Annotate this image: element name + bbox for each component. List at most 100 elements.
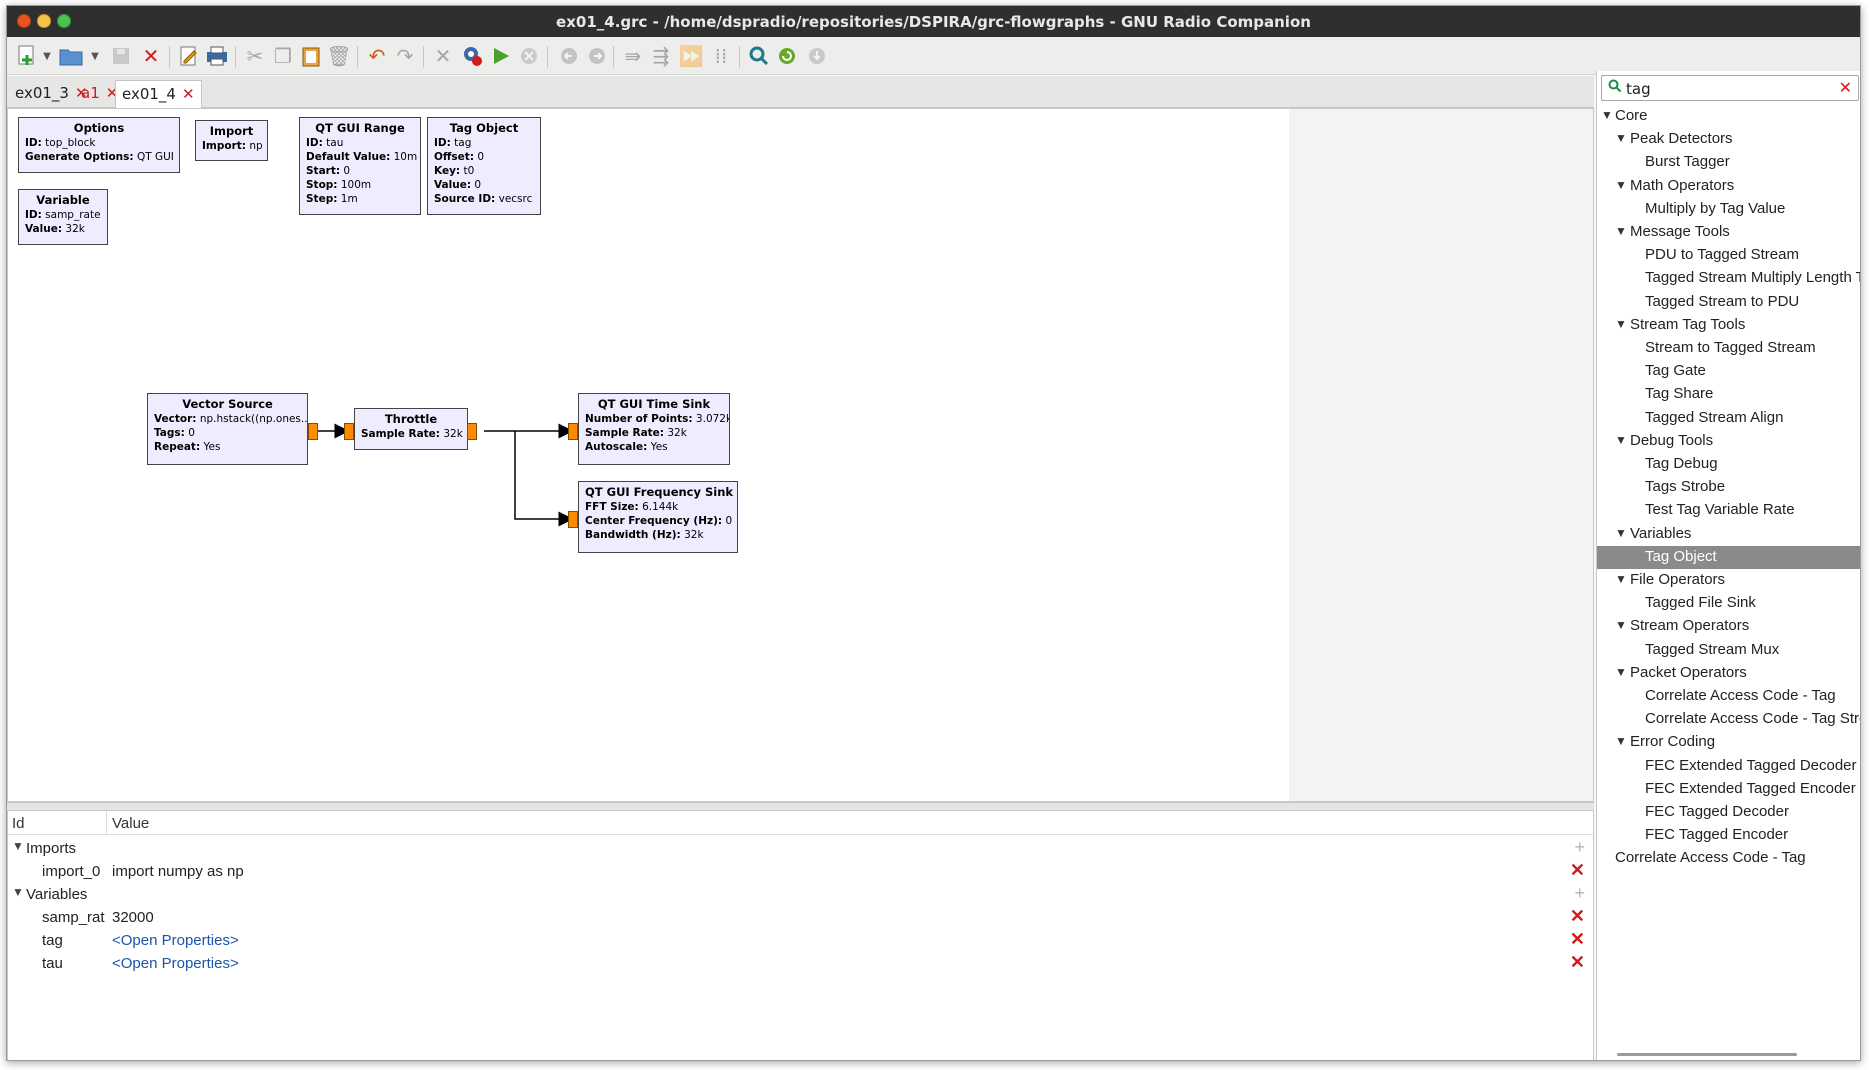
import-block[interactable]: Import Import: np [195,120,268,161]
qt-gui-frequency-sink-block[interactable]: QT GUI Frequency Sink FFT Size: 6.144k C… [578,481,738,553]
throttle-block[interactable]: Throttle Sample Rate: 32k [354,408,468,450]
library-block-item[interactable]: Tagged Stream Mux [1597,639,1860,662]
library-block-item[interactable]: Multiply by Tag Value [1597,198,1860,221]
copy-icon[interactable]: ❐ [274,44,292,68]
delete-icon[interactable]: ✕ [1569,906,1585,926]
library-block-item[interactable]: FEC Tagged Encoder [1597,824,1860,847]
clear-search-icon[interactable]: ✕ [1838,78,1852,97]
library-block-item[interactable]: Correlate Access Code - Tag [1597,685,1860,708]
grid-icon[interactable]: ⁞⁞ [714,44,728,68]
rotate-right-icon[interactable] [583,42,611,70]
column-header-id[interactable]: Id [12,815,25,832]
table-row[interactable]: tag <Open Properties> ✕ [8,929,1593,952]
library-block-item[interactable]: Tagged Stream Align [1597,407,1860,430]
horizontal-scrollbar[interactable] [1617,1053,1797,1056]
find-icon[interactable] [745,42,773,70]
new-menu-chevron-down-icon[interactable]: ▼ [43,50,51,62]
properties-icon[interactable] [175,42,203,70]
library-category[interactable]: Correlate Access Code - Tag [1597,847,1860,870]
column-header-value[interactable]: Value [112,815,150,832]
library-block-item[interactable]: Tag Debug [1597,453,1860,476]
library-search-box[interactable]: tag ✕ [1601,75,1859,101]
variable-block[interactable]: Variable ID: samp_rate Value: 32k [18,189,108,245]
print-icon[interactable] [203,42,231,70]
throttle-out-port[interactable] [467,423,477,440]
open-icon[interactable] [57,42,85,70]
library-category[interactable]: ▼Peak Detectors [1597,128,1860,151]
add-variable-icon[interactable]: + [1574,883,1585,903]
reload-icon[interactable] [773,42,801,70]
qt-gui-range-block[interactable]: QT GUI Range ID: tau Default Value: 10m … [299,117,421,215]
delete-icon[interactable]: ✕ [1569,860,1585,880]
library-category[interactable]: ▼Variables [1597,523,1860,546]
tab-close-icon[interactable]: ✕ [74,84,88,102]
expand-triangle-icon[interactable]: ▼ [12,885,24,899]
library-block-item[interactable]: Stream to Tagged Stream [1597,337,1860,360]
library-block-item[interactable]: Correlate Access Code - Tag Stream [1597,708,1860,731]
disable-icon[interactable]: ✕ [434,44,452,68]
tab-close-icon[interactable]: ✕ [181,85,195,103]
options-block[interactable]: Options ID: top_block Generate Options: … [18,117,180,173]
library-category[interactable]: ▼File Operators [1597,569,1860,592]
delete-icon[interactable]: ✕ [1569,952,1585,972]
table-row[interactable]: samp_rat 32000 ✕ [8,906,1593,929]
library-block-item[interactable]: Tagged File Sink [1597,592,1860,615]
table-row[interactable]: tau <Open Properties> ✕ [8,952,1593,975]
new-icon[interactable] [13,42,41,70]
library-block-item[interactable]: Tags Strobe [1597,476,1860,499]
expand-triangle-icon[interactable]: ▼ [1615,131,1627,145]
freq-sink-in-port[interactable] [568,511,578,528]
library-category[interactable]: ▼Debug Tools [1597,430,1860,453]
window-close-button[interactable] [17,14,31,28]
expand-triangle-icon[interactable]: ▼ [1615,224,1627,238]
row-value[interactable]: 32000 [112,909,154,926]
window-maximize-button[interactable] [57,14,71,28]
library-category[interactable]: ▼Stream Tag Tools [1597,314,1860,337]
vector-source-block[interactable]: Vector Source Vector: np.hstack((np.ones… [147,393,308,465]
library-category[interactable]: ▼Math Operators [1597,175,1860,198]
cut-icon[interactable]: ✂ [246,44,264,68]
library-category[interactable]: ▼Core [1597,105,1860,128]
qt-gui-time-sink-block[interactable]: QT GUI Time Sink Number of Points: 3.072… [578,393,730,465]
library-category[interactable]: ▼Error Coding [1597,731,1860,754]
throttle-in-port[interactable] [344,423,354,440]
library-block-item[interactable]: Tag Object [1597,546,1860,569]
library-block-item[interactable]: FEC Extended Tagged Decoder [1597,755,1860,778]
expand-triangle-icon[interactable]: ▼ [1615,178,1627,192]
flowgraph-canvas-area[interactable]: Options ID: top_block Generate Options: … [7,108,1594,802]
forward-icon[interactable]: ⏩ [678,44,704,68]
delete-icon[interactable]: ✕ [1569,929,1585,949]
redo-icon[interactable]: ↷ [396,44,414,68]
import-icon[interactable] [803,42,831,70]
search-input[interactable]: tag [1626,80,1651,98]
execute-icon[interactable] [487,42,515,70]
delete-icon[interactable]: 🗑 [326,44,352,68]
expand-triangle-icon[interactable]: ▼ [1601,108,1613,122]
expand-triangle-icon[interactable]: ▼ [12,839,24,853]
library-block-item[interactable]: Tag Share [1597,383,1860,406]
tab-ex01-4[interactable]: ex01_4 ✕ [115,80,202,108]
row-value[interactable]: import numpy as np [112,863,244,880]
expand-triangle-icon[interactable]: ▼ [1615,572,1627,586]
time-sink-in-port[interactable] [568,423,578,440]
open-menu-chevron-down-icon[interactable]: ▼ [91,50,99,62]
library-block-item[interactable]: Tagged Stream to PDU [1597,291,1860,314]
enable-icon[interactable]: ⇶ [652,44,670,68]
tab-ex01-3[interactable]: ex01_3 ✕ [9,80,94,108]
kill-icon[interactable] [515,42,543,70]
expand-triangle-icon[interactable]: ▼ [1615,433,1627,447]
library-block-item[interactable]: Tag Gate [1597,360,1860,383]
library-category[interactable]: ▼Message Tools [1597,221,1860,244]
library-block-item[interactable]: PDU to Tagged Stream [1597,244,1860,267]
window-minimize-button[interactable] [37,14,51,28]
paste-icon[interactable] [297,42,325,70]
library-block-item[interactable]: FEC Tagged Decoder [1597,801,1860,824]
vector-source-out-port[interactable] [308,423,318,440]
close-icon[interactable]: ✕ [142,44,160,68]
expand-triangle-icon[interactable]: ▼ [1615,734,1627,748]
expand-triangle-icon[interactable]: ▼ [1615,526,1627,540]
flowgraph-canvas[interactable]: Options ID: top_block Generate Options: … [8,109,1289,801]
library-block-item[interactable]: Tagged Stream Multiply Length Tag [1597,267,1860,290]
library-category[interactable]: ▼Stream Operators [1597,615,1860,638]
bypass-icon[interactable]: ⇛ [624,44,642,68]
